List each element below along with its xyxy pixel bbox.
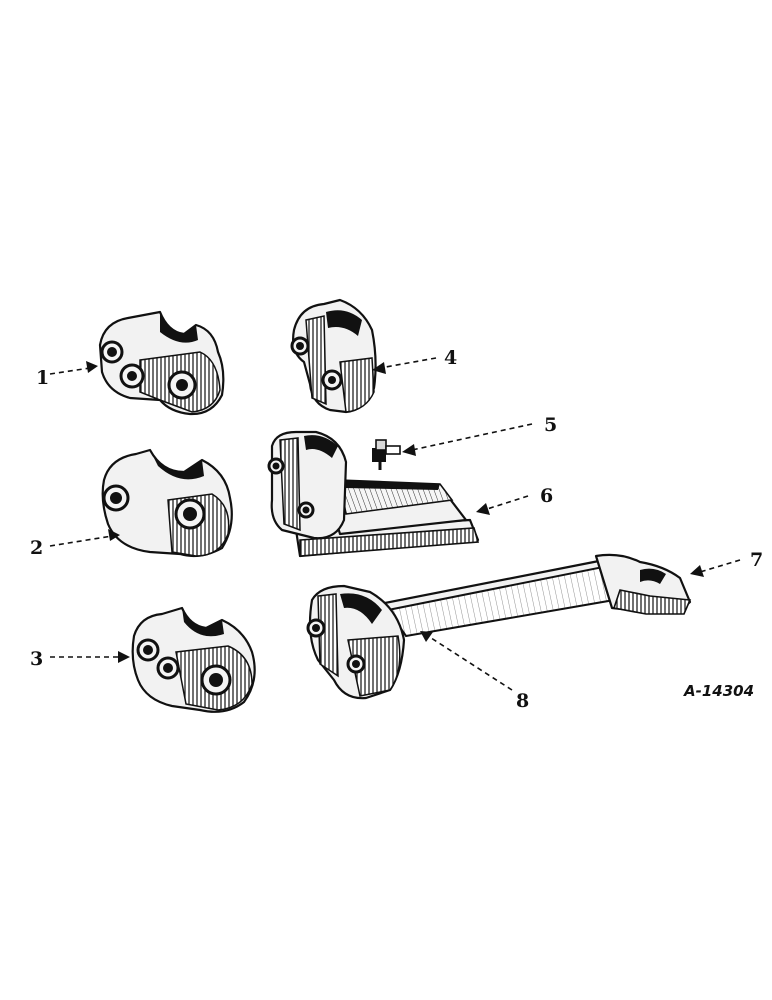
- callout-5: 5: [544, 414, 557, 436]
- leader-line-6: [476, 495, 529, 515]
- part-4-split-clamp: [290, 298, 377, 414]
- part-6-bracket: [267, 430, 480, 558]
- callout-3: 3: [30, 648, 43, 670]
- callout-7: 7: [750, 549, 763, 571]
- part-7-8-connecting-arm: [306, 553, 692, 700]
- part-1-clamp-cap: [98, 310, 225, 416]
- leader-line-5: [402, 423, 533, 456]
- leader-line-8: [420, 631, 513, 691]
- leader-line-4: [372, 357, 437, 374]
- part-2-clamp-cap: [101, 448, 233, 558]
- callout-6: 6: [540, 485, 553, 507]
- leader-line-7: [690, 559, 741, 577]
- leader-line-1: [49, 361, 98, 375]
- callout-4: 4: [444, 347, 457, 369]
- leader-line-3: [50, 651, 130, 663]
- part-5-grease-fitting: [372, 439, 401, 470]
- callout-8: 8: [516, 690, 529, 712]
- leader-line-2: [49, 529, 120, 547]
- callout-2: 2: [30, 537, 43, 559]
- part-3-clamp-cap: [131, 606, 256, 713]
- callout-1: 1: [36, 367, 49, 389]
- figure-reference-code: A-14304: [683, 682, 754, 700]
